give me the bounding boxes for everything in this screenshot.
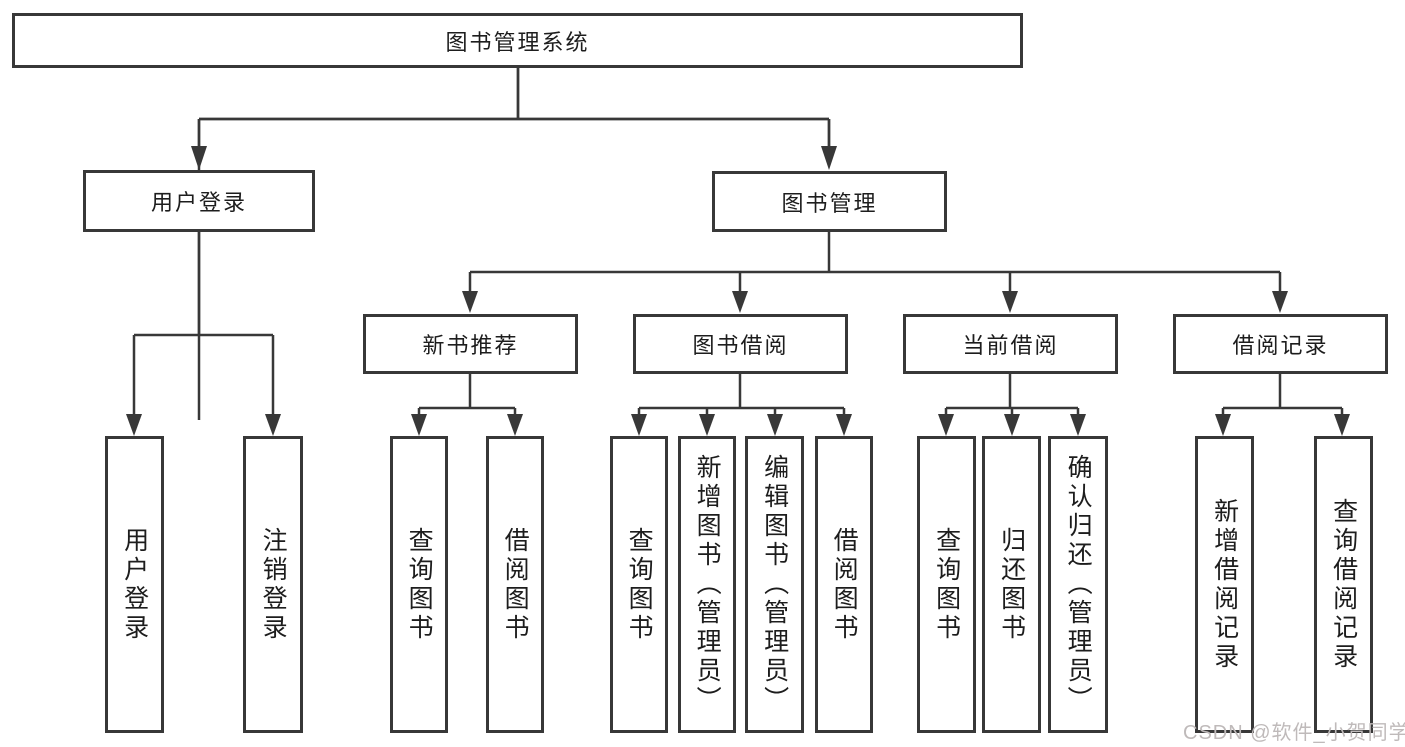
connector-book-borrow-branch <box>637 374 846 416</box>
leaf-query-books-borrowing: 查询图书 <box>610 436 668 733</box>
node-label: 当前借阅 <box>962 333 1059 358</box>
leaf-confirm-return-admin: 确认归还（管理员） <box>1048 436 1108 733</box>
node-label: 图书借阅 <box>692 333 789 358</box>
leaf-edit-books-admin: 编辑图书（管理员） <box>745 436 804 733</box>
node-label: 查询图书 <box>405 526 434 643</box>
leaf-return-books: 归还图书 <box>982 436 1041 733</box>
node-new-book-recommendation: 新书推荐 <box>363 314 578 374</box>
arrowheads <box>126 146 1350 436</box>
node-label: 借阅图书 <box>830 526 859 643</box>
node-current-borrowing: 当前借阅 <box>903 314 1118 374</box>
node-label: 借阅记录 <box>1232 333 1329 358</box>
leaf-logout: 注销登录 <box>243 436 303 733</box>
connector-borrow-record-branch <box>1221 374 1344 416</box>
node-label: 查询图书 <box>932 526 961 643</box>
node-borrowing-records: 借阅记录 <box>1173 314 1388 374</box>
connector-root-branch <box>197 68 831 150</box>
node-label: 注销登录 <box>259 526 288 643</box>
node-book-management: 图书管理 <box>712 171 947 232</box>
node-label: 查询图书 <box>625 526 654 643</box>
connector-new-book-branch <box>417 374 517 416</box>
node-user-login: 用户登录 <box>83 170 315 232</box>
node-label: 确认归还（管理员） <box>1064 454 1093 715</box>
leaf-borrow-books-recommendation: 借阅图书 <box>486 436 544 733</box>
leaf-user-login: 用户登录 <box>105 436 164 733</box>
leaf-query-books-recommendation: 查询图书 <box>390 436 448 733</box>
node-label: 新增借阅记录 <box>1210 497 1239 672</box>
node-label: 归还图书 <box>997 526 1026 643</box>
leaf-borrow-books-borrowing: 借阅图书 <box>815 436 873 733</box>
node-label: 图书管理系统 <box>445 29 590 55</box>
connector-current-borrow-branch <box>944 374 1080 416</box>
leaf-query-books-current: 查询图书 <box>917 436 976 733</box>
node-label: 用户登录 <box>150 190 247 215</box>
connector-user-login-branch <box>132 232 275 416</box>
connector-book-mgmt-branch <box>468 232 1282 293</box>
node-label: 新书推荐 <box>422 333 519 358</box>
leaf-add-borrowing-record: 新增借阅记录 <box>1195 436 1254 733</box>
leaf-add-books-admin: 新增图书（管理员） <box>678 436 736 733</box>
node-library-management-system: 图书管理系统 <box>12 13 1023 68</box>
node-label: 借阅图书 <box>501 526 530 643</box>
node-label: 用户登录 <box>120 526 149 643</box>
node-book-borrowing: 图书借阅 <box>633 314 848 374</box>
node-label: 新增图书（管理员） <box>693 454 722 715</box>
node-label: 查询借阅记录 <box>1329 497 1358 672</box>
node-label: 编辑图书（管理员） <box>760 454 789 715</box>
watermark-text: CSDN @软件_小贺同学 <box>1183 722 1405 744</box>
leaf-query-borrowing-record: 查询借阅记录 <box>1314 436 1373 733</box>
node-label: 图书管理 <box>781 190 878 216</box>
